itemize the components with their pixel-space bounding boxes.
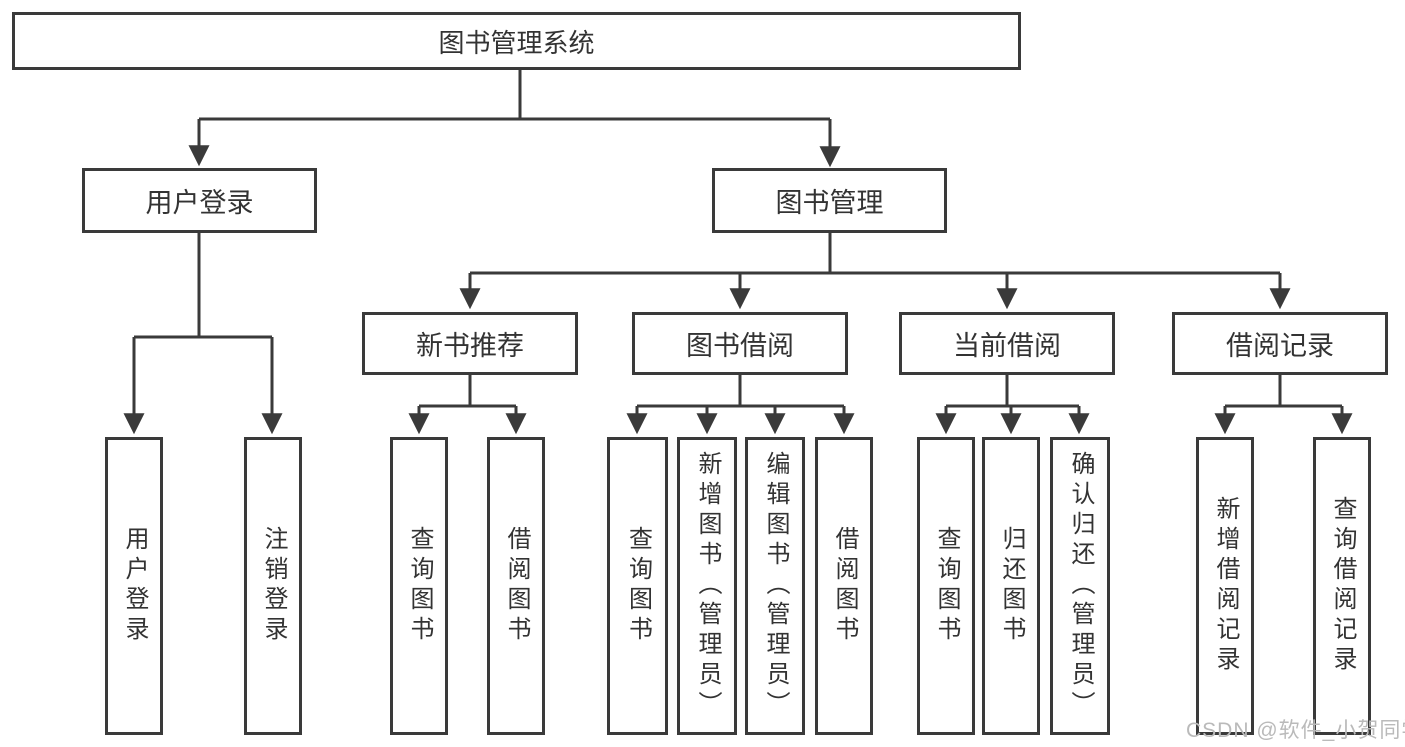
leaf-label: 新增借阅记录 [1212, 496, 1239, 676]
leaf-borrow-books-recommend: 借阅图书 [487, 437, 545, 735]
node-book-borrow: 图书借阅 [632, 312, 848, 375]
node-label: 当前借阅 [953, 331, 1061, 361]
leaf-edit-book-admin: 编辑图书（管理员） [745, 437, 805, 735]
leaf-return-books: 归还图书 [982, 437, 1040, 735]
node-label: 图书管理系统 [438, 27, 595, 58]
leaf-confirm-return-admin: 确认归还（管理员） [1050, 437, 1110, 735]
leaf-label: 用户登录 [121, 526, 148, 646]
leaf-add-borrow-record: 新增借阅记录 [1196, 437, 1254, 735]
leaf-label: 归还图书 [998, 526, 1025, 646]
leaf-label: 借阅图书 [503, 526, 530, 646]
leaf-add-book-admin: 新增图书（管理员） [677, 437, 737, 735]
node-new-book-recommend: 新书推荐 [362, 312, 578, 375]
leaf-label: 新增图书（管理员） [694, 451, 721, 721]
leaf-label: 查询图书 [624, 526, 652, 646]
node-user-login: 用户登录 [82, 168, 317, 233]
node-label: 图书借阅 [686, 331, 794, 361]
node-library-management-system: 图书管理系统 [12, 12, 1021, 70]
leaf-query-books-borrow: 查询图书 [607, 437, 668, 735]
leaf-label: 确认归还（管理员） [1067, 451, 1094, 721]
leaf-label: 借阅图书 [831, 526, 858, 646]
leaf-user-login: 用户登录 [105, 437, 163, 735]
node-current-borrow: 当前借阅 [899, 312, 1115, 375]
leaf-query-books-recommend: 查询图书 [390, 437, 448, 735]
leaf-label: 编辑图书（管理员） [762, 451, 789, 721]
csdn-watermark: CSDN @软件_小贺同学 [1186, 719, 1405, 742]
leaf-label: 查询图书 [933, 526, 960, 646]
node-label: 新书推荐 [416, 331, 524, 361]
leaf-label: 查询图书 [406, 526, 433, 646]
node-label: 用户登录 [145, 188, 254, 218]
leaf-logout: 注销登录 [244, 437, 302, 735]
leaf-label: 注销登录 [260, 526, 287, 646]
node-label: 图书管理 [775, 188, 884, 218]
leaf-query-borrow-record: 查询借阅记录 [1313, 437, 1371, 735]
node-borrow-records: 借阅记录 [1172, 312, 1388, 375]
leaf-query-books-current: 查询图书 [917, 437, 975, 735]
node-label: 借阅记录 [1226, 331, 1334, 361]
leaf-borrow-books: 借阅图书 [815, 437, 873, 735]
node-book-management: 图书管理 [712, 168, 947, 233]
leaf-label: 查询借阅记录 [1329, 496, 1356, 676]
